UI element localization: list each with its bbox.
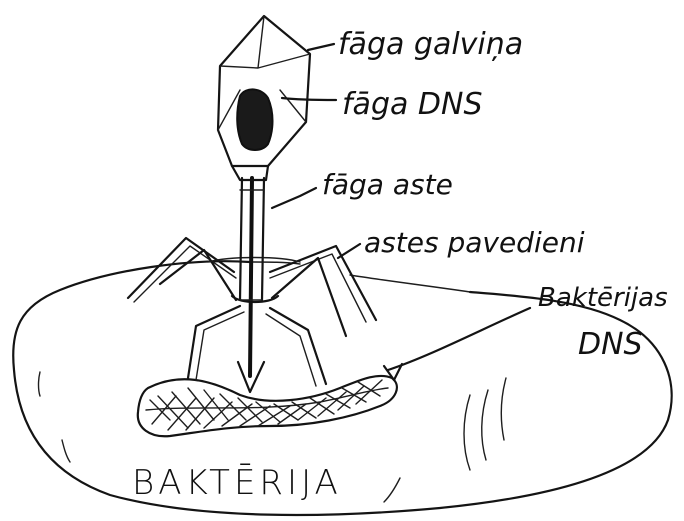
pointer-phage-dna [282,98,336,100]
phage-head [218,16,310,180]
label-bacterial-dna-line1: Baktērijas [538,283,668,313]
pointer-tail [272,188,316,208]
pointer-fibers [338,244,360,258]
label-tail-fibers: astes pavedieni [364,226,585,259]
phage-tail [238,178,264,392]
label-bacterial-dna-line2: DNS [578,327,643,362]
label-phage-head: fāga galviņa [338,27,523,62]
bacterial-dna [138,376,397,436]
pointer-bacterial-dna [388,308,530,370]
phage-dna-blob [237,89,272,150]
label-phage-tail: fāga aste [322,168,453,201]
pointer-head [308,44,334,50]
label-bacterium: BAKTĒRIJA [132,463,342,503]
label-phage-dna: fāga DNS [342,87,483,122]
